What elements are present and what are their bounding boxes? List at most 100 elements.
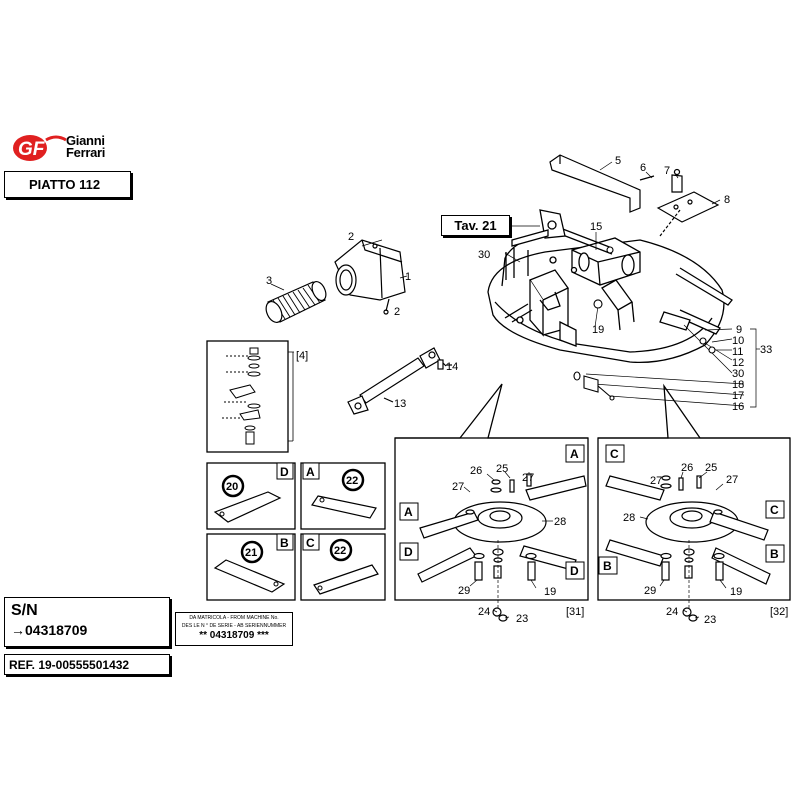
detail-right-26[interactable]: 26 <box>681 462 693 474</box>
detail-left-28[interactable]: 28 <box>554 516 566 528</box>
drive-shaft-part[interactable] <box>347 347 452 415</box>
detail-left-tag-d2: D <box>570 564 579 578</box>
detail-left-24[interactable]: 24 <box>478 606 490 618</box>
cover-plate-part[interactable] <box>656 191 720 223</box>
cutting-deck-housing[interactable] <box>487 209 733 364</box>
detail-left-ref[interactable]: [31] <box>566 606 584 618</box>
serial-plate: DA MATRICOLA - FROM MACHINE No. DES LE N… <box>175 612 293 646</box>
svg-text:GF: GF <box>18 139 46 160</box>
callout-12[interactable]: 12 <box>732 357 744 369</box>
blade-panel-a[interactable] <box>300 462 386 530</box>
serial-number-box: S/N →04318709 <box>4 597 170 647</box>
serial-value: →04318709 <box>11 622 88 638</box>
detail-right-labels: C C B B 26 25 27 27 28 29 19 24 23 [32] <box>603 447 788 626</box>
callout-8[interactable]: 8 <box>724 194 730 206</box>
detail-right-27a[interactable]: 27 <box>726 474 738 486</box>
plate-line2: DES LE N ° DE SERIE - AB SERIENNUMMER <box>181 623 287 629</box>
detail-left-27b[interactable]: 27 <box>452 481 464 493</box>
callout-11[interactable]: 11 <box>732 346 743 358</box>
hardware-inset-panel[interactable] <box>206 340 294 453</box>
detail-right-tag-b2: B <box>603 559 612 573</box>
detail-right-tag-b1: B <box>770 547 779 561</box>
deck-callout-lines <box>270 161 760 408</box>
callout-1[interactable]: 1 <box>405 271 411 283</box>
callout-17[interactable]: 17 <box>732 390 744 402</box>
table-reference-text: Tav. 21 <box>454 218 497 233</box>
detail-left-27a[interactable]: 27 <box>522 472 534 484</box>
blade-panel-b-part[interactable]: 21 <box>245 547 257 559</box>
brand-logo: GF <box>10 132 70 169</box>
gf-logo-icon: GF <box>13 135 67 161</box>
deck-bracket-part[interactable] <box>549 154 720 237</box>
reference-box: REF. 19-00555501432 <box>4 654 170 675</box>
blade-panel-d-letter: D <box>280 465 289 479</box>
blade-assembly-detail-left[interactable] <box>394 437 589 622</box>
detail-left-29[interactable]: 29 <box>458 585 470 597</box>
callout-19a[interactable]: 19 <box>592 324 604 336</box>
plate-line3: ** 04318709 *** <box>199 630 269 641</box>
detail-left-labels: A A D D 26 25 27 27 28 29 19 24 23 [31] <box>404 447 584 625</box>
blade-panel-d-part[interactable]: 20 <box>226 481 238 493</box>
detail-right-25[interactable]: 25 <box>705 462 717 474</box>
discharge-chute-group[interactable] <box>263 239 406 325</box>
detail-left-tag-a2: A <box>404 505 413 519</box>
deck-hardware-parts[interactable] <box>573 246 716 401</box>
detail-left-19[interactable]: 19 <box>544 586 556 598</box>
plate-line1: DA MATRICOLA - FROM MACHINE No. <box>189 615 279 621</box>
detail-right-19[interactable]: 19 <box>730 586 742 598</box>
callout-9[interactable]: 9 <box>736 324 742 336</box>
detail-right-ref[interactable]: [32] <box>770 606 788 618</box>
detail-right-tag-c2: C <box>770 503 779 517</box>
detail-left-25[interactable]: 25 <box>496 463 508 475</box>
blade-panel-c-letter: C <box>306 536 315 550</box>
callout-5[interactable]: 5 <box>615 155 621 167</box>
detail-right-letter-tags <box>598 444 785 575</box>
flex-tube-part[interactable] <box>263 279 329 325</box>
diagram-title-text: PIATTO 112 <box>29 177 101 192</box>
blade-panel-b[interactable] <box>206 533 296 601</box>
reference-text: REF. 19-00555501432 <box>9 657 130 672</box>
detail-left-tag-d1: D <box>404 545 413 559</box>
detail-right-29[interactable]: 29 <box>644 585 656 597</box>
callout-labels: 1 2 2 3 [4] 5 6 7 8 9 10 11 12 30 18 17 … <box>266 155 772 413</box>
callout-16[interactable]: 16 <box>732 401 744 413</box>
callout-15[interactable]: 15 <box>590 221 602 233</box>
callout-2a[interactable]: 2 <box>348 231 354 243</box>
callout-13[interactable]: 13 <box>394 398 406 410</box>
brand-name: Gianni Ferrari <box>66 133 106 160</box>
diagram-title: PIATTO 112 <box>4 171 131 198</box>
blade-assembly-detail-right[interactable] <box>597 437 791 622</box>
callout-14[interactable]: 14 <box>446 361 458 373</box>
callout-10[interactable]: 10 <box>732 335 744 347</box>
callout-6[interactable]: 6 <box>640 162 646 174</box>
serial-label: S/N <box>11 602 38 619</box>
blade-panel-c[interactable] <box>300 533 386 601</box>
table-reference[interactable]: Tav. 21 <box>441 215 510 236</box>
chute-funnel-part[interactable] <box>334 239 406 301</box>
detail-right-24[interactable]: 24 <box>666 606 678 618</box>
blade-panel-a-letter: A <box>306 465 315 479</box>
callout-33[interactable]: 33 <box>760 344 772 356</box>
detail-right-28[interactable]: 28 <box>623 512 635 524</box>
callout-4[interactable]: [4] <box>296 350 308 362</box>
brand-line1: Gianni <box>66 133 105 148</box>
callout-7[interactable]: 7 <box>664 165 670 177</box>
blade-panel-labels: D 20 A 22 B 21 C 22 <box>226 465 358 559</box>
detail-left-23[interactable]: 23 <box>516 613 528 625</box>
detail-left-26[interactable]: 26 <box>470 465 482 477</box>
detail-right-tag-c1: C <box>610 447 619 461</box>
callout-18[interactable]: 18 <box>732 379 744 391</box>
callout-2b[interactable]: 2 <box>394 306 400 318</box>
blade-panel-c-part[interactable]: 22 <box>334 545 346 557</box>
callout-30a[interactable]: 30 <box>478 249 490 261</box>
detail-right-23[interactable]: 23 <box>704 614 716 626</box>
callout-3[interactable]: 3 <box>266 275 272 287</box>
blade-panel-a-part[interactable]: 22 <box>346 475 358 487</box>
blade-panel-d[interactable] <box>206 462 296 530</box>
callout-30b[interactable]: 30 <box>732 368 744 380</box>
detail-right-27b[interactable]: 27 <box>650 475 662 487</box>
detail-left-letter-tags <box>399 444 585 580</box>
blade-panel-b-letter: B <box>280 536 289 550</box>
brand-line2: Ferrari <box>66 145 106 160</box>
